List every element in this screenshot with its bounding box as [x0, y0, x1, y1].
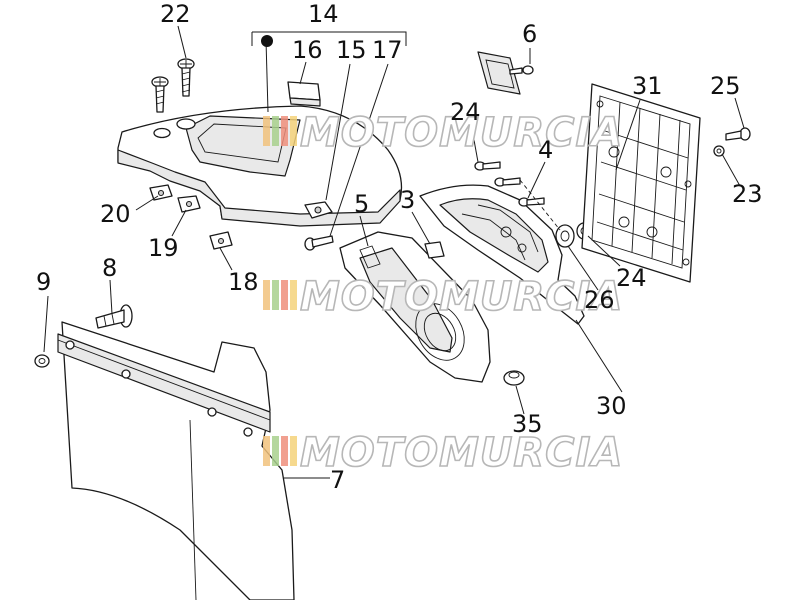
washer-23	[713, 145, 725, 157]
clip-15	[304, 201, 333, 219]
callout-15: 15	[336, 36, 367, 64]
callout-3: 3	[400, 186, 415, 214]
callout-25: 25	[710, 72, 741, 100]
callout-26: 26	[584, 286, 615, 314]
clip-19	[177, 195, 201, 213]
callout-24: 24	[616, 264, 647, 292]
clip-18	[209, 231, 233, 250]
callout-6: 6	[522, 20, 537, 48]
nut-35	[503, 370, 525, 386]
watermark-1: MOTOMURCIA	[263, 109, 623, 157]
callout-20: 20	[100, 200, 131, 228]
mudflap-7	[57, 321, 295, 600]
bracket-16	[287, 81, 321, 107]
callout-18: 18	[228, 268, 259, 296]
callout-7: 7	[330, 466, 345, 494]
watermark-text-3: MOTOMURCIA	[300, 430, 623, 476]
callout-14: 14	[308, 0, 339, 28]
watermark-text-2: MOTOMURCIA	[300, 274, 623, 320]
inner-liner-5	[339, 231, 491, 383]
washer-9	[34, 354, 50, 368]
mudguard-body-30	[419, 184, 585, 325]
bolt-8	[95, 304, 133, 329]
callout-5: 5	[354, 190, 369, 218]
watermark-text-1: MOTOMURCIA	[300, 110, 623, 156]
screw-25	[725, 127, 751, 141]
callout-30: 30	[596, 392, 627, 420]
callout-35: 35	[512, 410, 543, 438]
callouts: 22 14 16 15 17 6 31 25 24 4 23 5 3 20 19…	[36, 0, 763, 494]
screw-24b	[494, 177, 521, 187]
pad-6	[477, 51, 534, 95]
screw-22a	[177, 58, 195, 97]
leader-lines	[43, 25, 745, 479]
callout-16: 16	[292, 36, 323, 64]
callout-19: 19	[148, 234, 179, 262]
nut-3	[424, 241, 445, 259]
screw-4	[518, 197, 545, 207]
screw-22b	[151, 76, 169, 113]
screw-24a	[474, 161, 501, 171]
callout-22: 22	[160, 0, 191, 28]
callout-24-upper: 24	[450, 98, 481, 126]
watermark-2: MOTOMURCIA	[263, 273, 623, 321]
callout-17: 17	[372, 36, 403, 64]
callout-8: 8	[102, 254, 117, 282]
washer-26	[555, 224, 575, 248]
plate-holder-31	[581, 83, 701, 283]
group-marker-dot	[261, 35, 273, 47]
watermark-3: MOTOMURCIA	[263, 429, 623, 477]
callout-4: 4	[538, 136, 553, 164]
callout-9: 9	[36, 268, 51, 296]
clip-20	[149, 184, 173, 201]
callout-23: 23	[732, 180, 763, 208]
rivet-17	[304, 235, 334, 251]
tray-cover	[117, 105, 403, 227]
callout-31: 31	[632, 72, 663, 100]
